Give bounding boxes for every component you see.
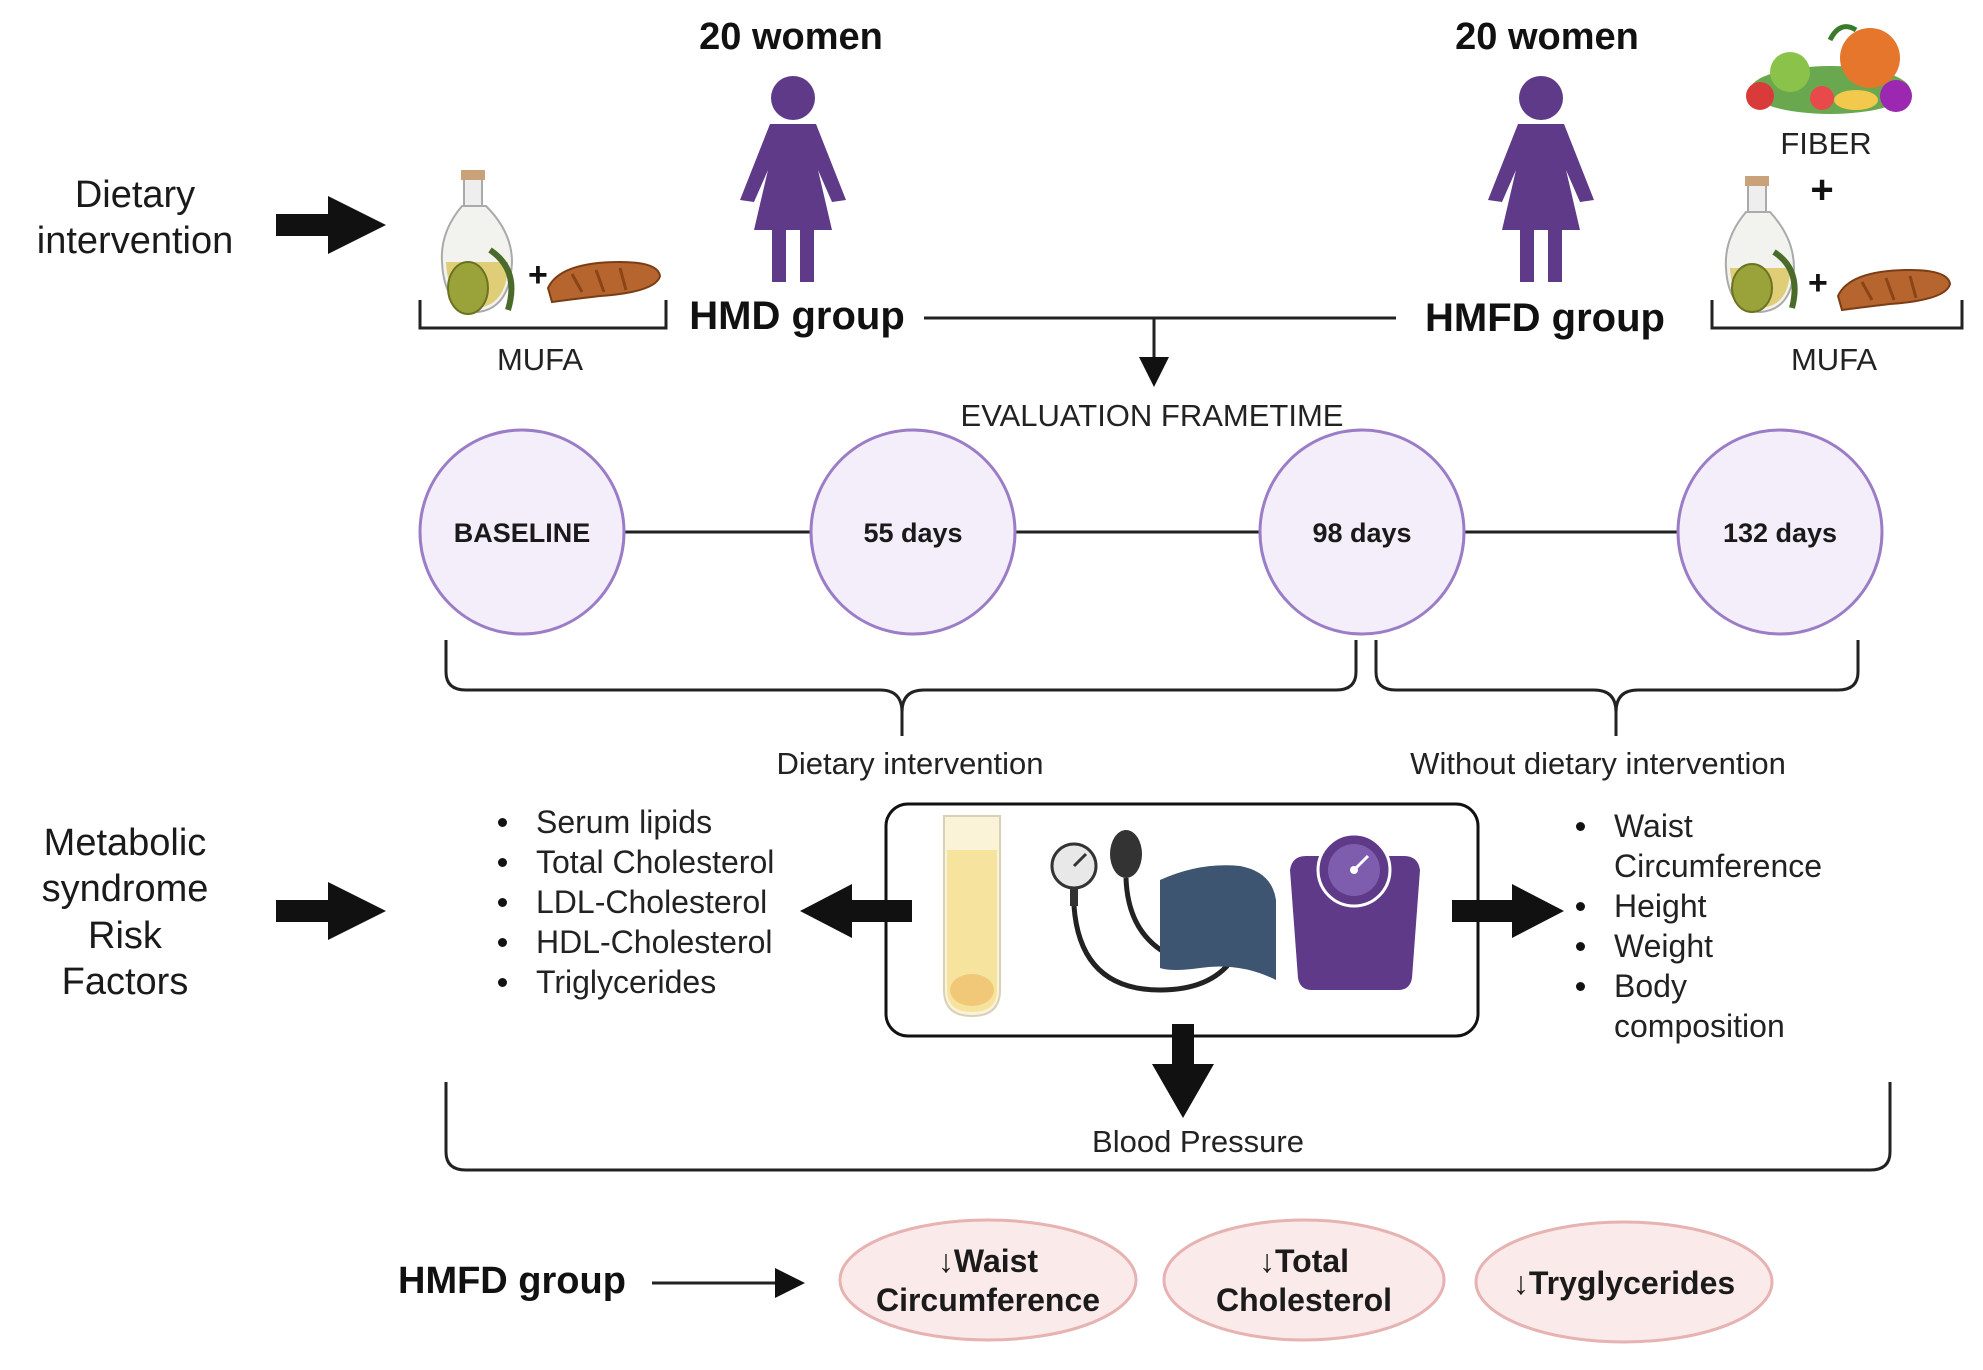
timeline-label-baseline: BASELINE <box>453 518 591 548</box>
list-item-text: Height <box>1614 888 1707 924</box>
right-group-count: 20 women <box>1455 16 1639 58</box>
olive-oil-icon-right <box>1724 176 1798 314</box>
timeline-label-132-days: 132 days <box>1722 518 1838 548</box>
woman-icon-right <box>1488 76 1594 282</box>
olive-oil-icon <box>440 170 515 315</box>
list-item-text: composition <box>1614 1008 1785 1044</box>
right-mufa-label: MUFA <box>1790 342 1878 377</box>
list-item: Height <box>1576 886 1876 926</box>
blood-pressure-monitor-icon <box>1050 830 1276 993</box>
timeline-label-55-days: 55 days <box>863 518 963 548</box>
dietary-period-label: Dietary intervention <box>776 746 1044 781</box>
result-ellipse-waist <box>838 1218 1138 1342</box>
dietary-intervention-side-label: Dietary intervention <box>36 174 234 263</box>
evaluation-frametime-label: EVALUATION FRAMETIME <box>960 398 1344 433</box>
bottom-bracket <box>444 1082 1892 1172</box>
list-item: Waist Circumference <box>1576 806 1876 886</box>
vegetables-icon <box>1746 24 1912 114</box>
list-item-text: Waist <box>1614 808 1693 844</box>
list-item: Weight <box>1576 926 1876 966</box>
timeline-circle-132-days <box>1676 428 1884 636</box>
blood-pressure-label: Blood Pressure <box>1092 1124 1304 1159</box>
list-item-text: Body <box>1614 968 1687 1004</box>
list-item: Body composition <box>1576 966 1876 1046</box>
arrow-to-lipids <box>800 884 912 938</box>
timeline-label-98-days: 98 days <box>1312 518 1412 548</box>
right-mufa-bracket <box>1710 300 1964 330</box>
metabolic-arrow <box>276 882 386 940</box>
list-item: Total Cholesterol <box>498 842 774 882</box>
list-item: LDL-Cholesterol <box>498 882 774 922</box>
lipid-measures-list: Serum lipids Total Cholesterol LDL-Chole… <box>498 802 774 1002</box>
left-mufa-label: MUFA <box>496 342 584 377</box>
dietary-period-brace <box>444 640 1358 736</box>
left-mufa-bracket <box>418 300 668 330</box>
arrow-to-blood-pressure <box>1152 1024 1214 1118</box>
timeline-circle-55-days <box>809 428 1017 636</box>
fish-fillet-icon-right <box>1836 268 1952 312</box>
list-item: HDL-Cholesterol <box>498 922 774 962</box>
woman-icon-left <box>740 76 846 282</box>
timeline-circle-98-days <box>1258 428 1466 636</box>
arrow-to-anthropometry <box>1452 884 1564 938</box>
timeline-circle-baseline <box>418 428 626 636</box>
without-period-brace <box>1374 640 1860 736</box>
test-tube-icon <box>943 815 1001 1018</box>
result-cholesterol-text: ↓Total Cholesterol <box>1215 1243 1393 1319</box>
result-ellipse-triglycerides <box>1474 1220 1774 1344</box>
svg-text:+: + <box>1808 264 1828 302</box>
fiber-label: FIBER <box>1780 126 1872 161</box>
list-item: Serum lipids <box>498 802 774 842</box>
weight-scale-icon <box>1290 832 1420 990</box>
svg-text:+: + <box>528 256 548 294</box>
left-group-name: HMD group <box>689 294 905 338</box>
result-waist-text: ↓Waist Circumference <box>875 1243 1101 1319</box>
fiber-plus: + <box>1810 168 1834 212</box>
list-item: Triglycerides <box>498 962 774 1002</box>
anthropometry-measures-list: Waist Circumference Height Weight Body c… <box>1576 806 1876 1046</box>
fish-fillet-icon <box>546 260 662 304</box>
list-item-text: Weight <box>1614 928 1714 964</box>
right-group-name: HMFD group <box>1425 296 1665 340</box>
list-item-text: Circumference <box>1614 848 1823 884</box>
left-group-count: 20 women <box>699 16 883 58</box>
metabolic-side-label: Metabolic syndrome Risk Factors <box>41 822 209 1004</box>
dietary-intervention-arrow <box>276 196 386 254</box>
result-triglycerides-text: ↓Tryglycerides <box>1512 1265 1736 1301</box>
results-group-label: HMFD group <box>398 1260 626 1302</box>
without-period-label: Without dietary intervention <box>1410 746 1786 781</box>
result-ellipse-cholesterol <box>1162 1218 1446 1342</box>
